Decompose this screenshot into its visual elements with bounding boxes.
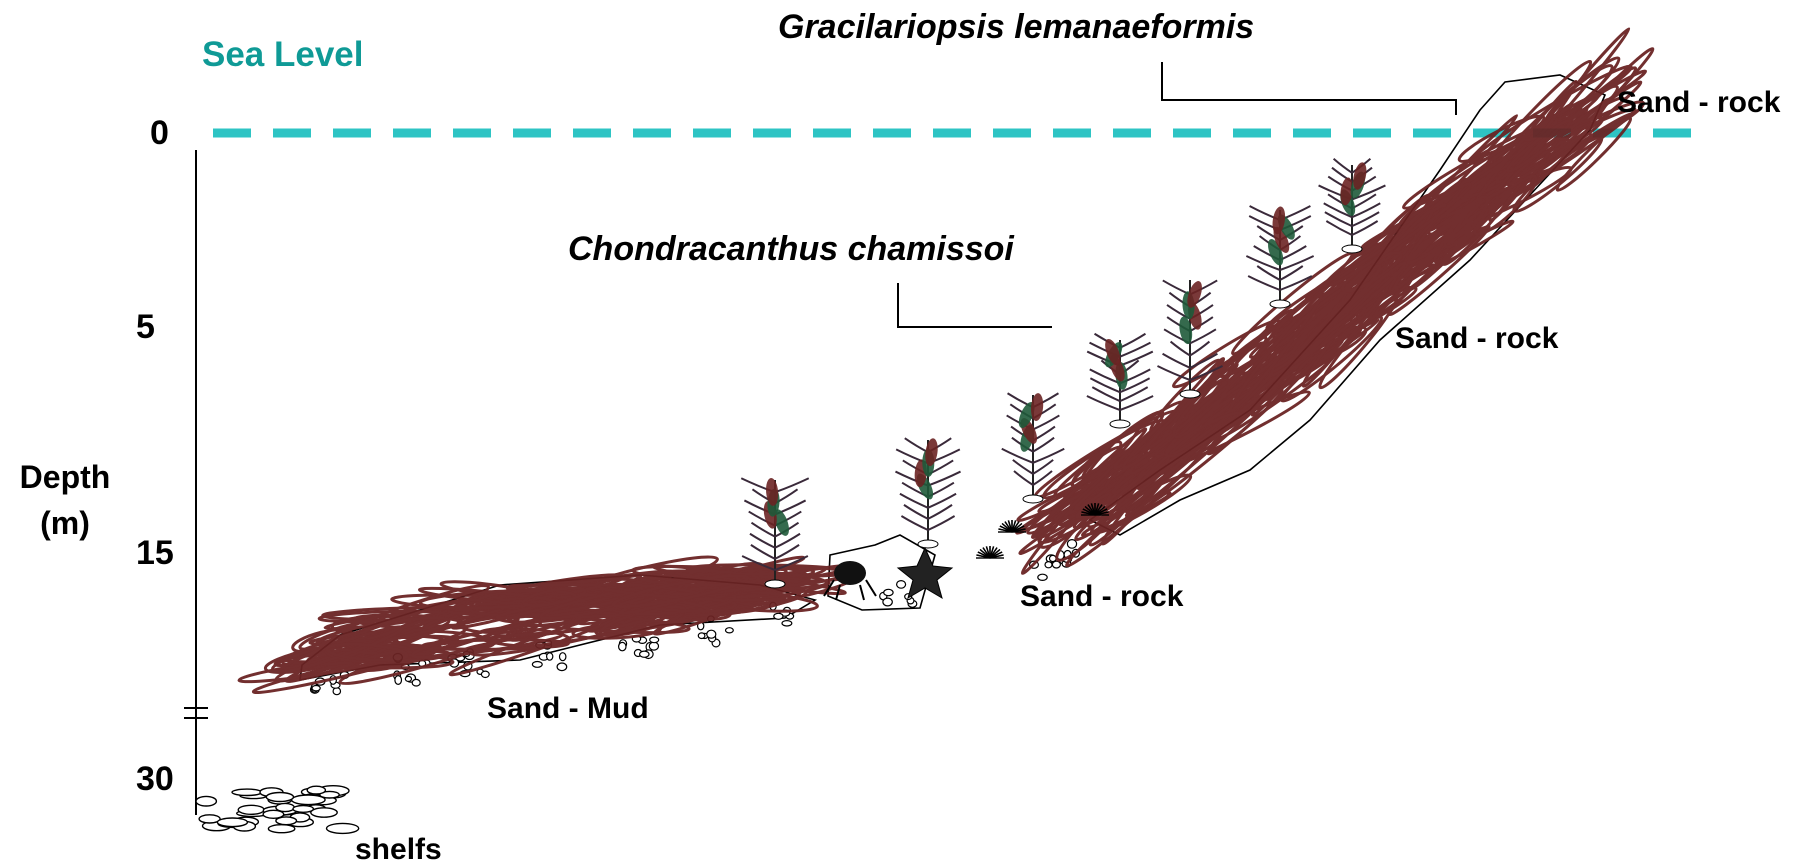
pebble xyxy=(782,621,792,626)
substrate-label-lower: Sand - Mud xyxy=(487,692,649,726)
gracilariopsis-label: Gracilariopsis lemanaeformis xyxy=(778,8,1254,47)
depth-axis-label-line2: (m) xyxy=(10,500,120,546)
pebble xyxy=(726,628,734,633)
depth-tick-0: 0 xyxy=(150,114,169,153)
shelf-stone xyxy=(232,789,262,795)
shelf-stone xyxy=(266,793,293,802)
chondracanthus-plant xyxy=(1246,206,1313,308)
pebble xyxy=(897,581,906,589)
shelf-stone xyxy=(293,806,313,813)
shelfs-stones xyxy=(196,786,359,834)
shelf-stone xyxy=(311,808,337,817)
shelf-stone xyxy=(196,796,216,806)
pebble xyxy=(774,613,783,619)
depth-tick-5: 5 xyxy=(136,308,155,347)
pebble xyxy=(395,676,402,685)
pebble xyxy=(557,663,567,671)
chondracanthus-leader-line xyxy=(898,283,1052,327)
substrate-label-deep: shelfs xyxy=(355,833,442,867)
substrate-label-middle: Sand - rock xyxy=(1020,580,1183,614)
shelf-stone xyxy=(238,805,264,814)
shelf-stone xyxy=(217,818,247,827)
chondracanthus-plant xyxy=(895,437,960,548)
depth-tick-30: 30 xyxy=(136,760,174,799)
pebble xyxy=(312,686,320,691)
chondracanthus-label: Chondracanthus chamissoi xyxy=(568,230,1014,269)
pebble xyxy=(619,642,626,650)
depth-axis-label-line1: Depth xyxy=(10,454,120,500)
pebble xyxy=(1045,562,1052,568)
chondracanthus-plant xyxy=(1002,393,1065,503)
pebble xyxy=(532,662,542,668)
depth-tick-15: 15 xyxy=(136,534,174,573)
shelf-stone xyxy=(268,825,294,833)
pebble xyxy=(884,589,893,595)
pebble xyxy=(649,642,658,650)
substrate-label-top-right: Sand - rock xyxy=(1617,86,1780,120)
gracilariopsis-algae-beds xyxy=(238,26,1657,697)
pebble xyxy=(560,653,566,661)
shelf-stone xyxy=(327,823,359,833)
chondracanthus-plant xyxy=(1087,334,1153,428)
shelf-stone xyxy=(307,786,325,794)
sea-level-label: Sea Level xyxy=(202,35,364,75)
pebble xyxy=(333,688,340,695)
pebble xyxy=(481,671,489,677)
pebble xyxy=(707,630,716,638)
gracilariopsis-leader-line xyxy=(1162,62,1456,115)
pebble xyxy=(640,651,649,657)
pebble xyxy=(883,598,892,606)
pebble xyxy=(698,633,705,639)
pebble xyxy=(1050,555,1057,561)
pebble xyxy=(1067,540,1076,549)
pebble xyxy=(405,676,411,681)
pebble xyxy=(547,653,553,660)
pebble xyxy=(412,679,420,686)
substrate-label-upper-right: Sand - rock xyxy=(1395,322,1558,356)
shelf-stone xyxy=(263,810,284,818)
depth-axis-label: Depth (m) xyxy=(10,454,120,546)
sea-urchin xyxy=(998,520,1026,532)
sea-urchin xyxy=(976,546,1004,558)
pebble xyxy=(650,637,659,643)
